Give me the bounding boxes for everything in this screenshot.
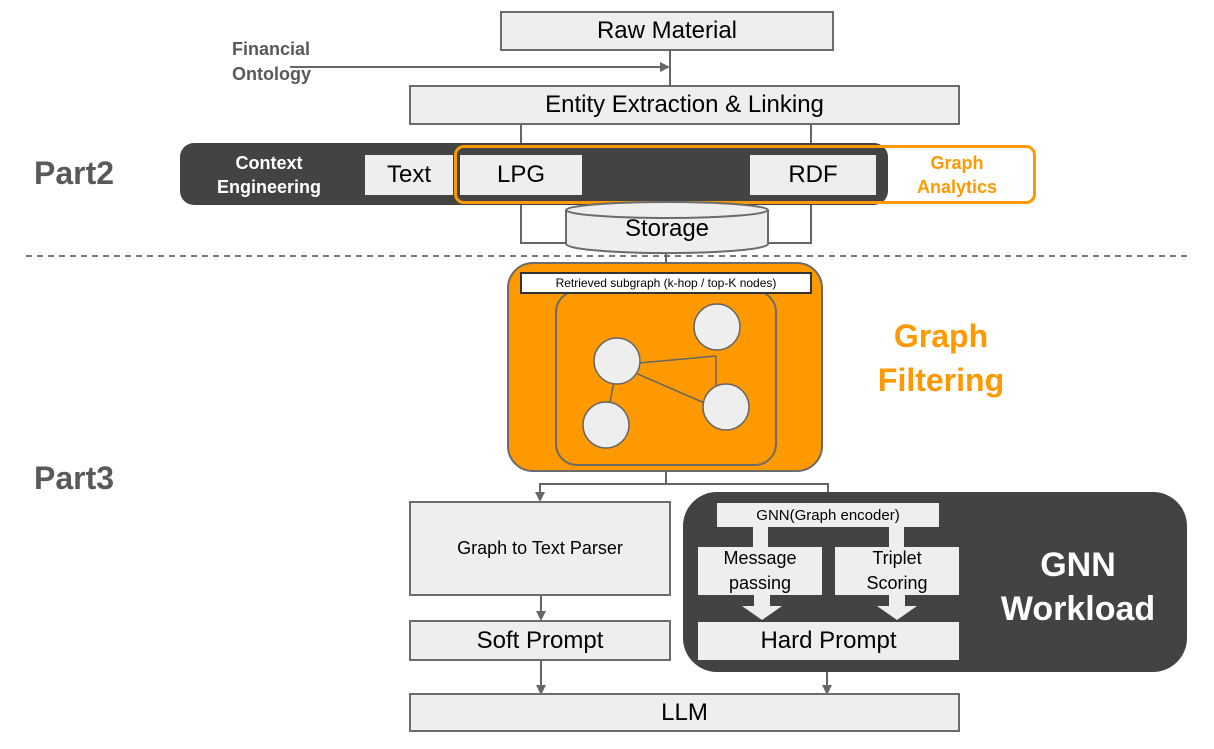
lpg-box-label: LPG [496, 161, 546, 188]
triplet-scoring-down-arrow-icon [877, 595, 917, 620]
llm-label: LLM [661, 698, 708, 726]
message-passing-down-arrow-icon [742, 595, 782, 620]
gnn-workload-line2: Workload [1000, 590, 1156, 628]
graph-filtering-line2: Filtering [877, 362, 1005, 398]
retrieved-subgraph-label: Retrieved subgraph (k-hop / top-K nodes) [520, 272, 812, 294]
hard-prompt-box: Hard Prompt [698, 622, 959, 660]
gnn-workload-label: GNN Workload [990, 543, 1166, 631]
entity-extraction-label: Entity Extraction & Linking [545, 91, 824, 118]
message-passing-line2: passing [728, 573, 792, 593]
soft-prompt-label: Soft Prompt [476, 626, 604, 654]
raw-material-box: Raw Material [500, 11, 834, 51]
message-passing-line1: Message [723, 548, 797, 568]
triplet-scoring-line1: Triplet [872, 548, 922, 568]
graph-analytics-outline [454, 145, 1036, 204]
context-engineering-line1: Context [235, 153, 303, 173]
gnn-workload-line1: GNN [1040, 546, 1116, 584]
triplet-scoring-line2: Scoring [866, 573, 928, 593]
graph-node [702, 383, 750, 431]
graph-to-text-parser-box: Graph to Text Parser [409, 501, 671, 596]
graph-node [593, 337, 641, 385]
gnn-encoder-box: GNN(Graph encoder) [717, 503, 939, 527]
graph-node [582, 401, 630, 449]
context-engineering-label: Context Engineering [196, 151, 342, 199]
graph-filtering-line1: Graph [893, 318, 989, 354]
lpg-box: LPG [460, 155, 582, 195]
rdf-box-label: RDF [788, 161, 838, 188]
llm-box: LLM [409, 693, 960, 732]
raw-material-label: Raw Material [596, 17, 738, 44]
rdf-box: RDF [750, 155, 876, 195]
graph-to-text-parser-label: Graph to Text Parser [457, 538, 623, 558]
graph-node [693, 303, 741, 351]
financial-ontology-line1: Financial [232, 39, 311, 59]
text-box: Text [365, 155, 453, 195]
hard-prompt-label: Hard Prompt [760, 627, 897, 654]
soft-prompt-box: Soft Prompt [409, 620, 671, 661]
graph-analytics-label: Graph Analytics [894, 151, 1020, 199]
storage-label: Storage [624, 215, 710, 242]
encoder-connector-right [889, 527, 904, 547]
graph-analytics-line1: Graph [930, 153, 984, 173]
section-label-part2: Part2 [34, 155, 115, 191]
section-label-part3: Part3 [34, 460, 115, 496]
text-box-label: Text [386, 161, 431, 188]
context-engineering-line2: Engineering [216, 177, 321, 197]
graph-analytics-line2: Analytics [916, 177, 998, 197]
encoder-connector-left [753, 527, 768, 547]
storage-cylinder [565, 201, 769, 255]
financial-ontology-label: Financial Ontology [232, 37, 311, 87]
message-passing-box: Message passing [698, 547, 822, 595]
financial-ontology-line2: Ontology [232, 64, 311, 84]
graph-filtering-label: Graph Filtering [856, 314, 1026, 402]
gnn-encoder-label: GNN(Graph encoder) [756, 506, 900, 524]
subgraph-graph [582, 303, 750, 449]
entity-extraction-box: Entity Extraction & Linking [409, 85, 960, 125]
triplet-scoring-box: Triplet Scoring [835, 547, 959, 595]
